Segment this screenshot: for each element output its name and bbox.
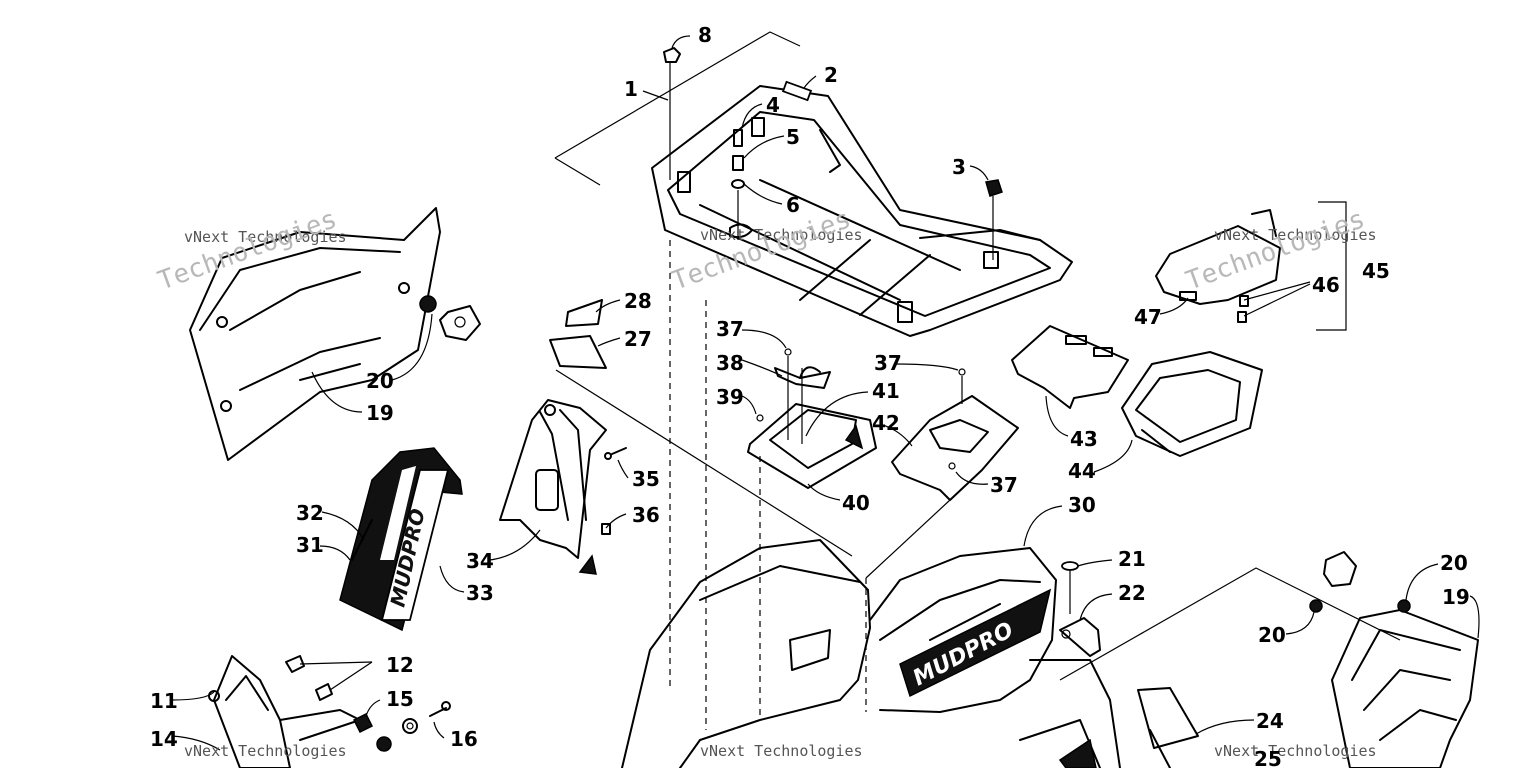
callout-38: 38 <box>716 351 744 375</box>
callout-3: 3 <box>952 155 966 179</box>
callout-46: 46 <box>1312 273 1340 297</box>
callout-31: 31 <box>296 533 324 557</box>
callout-41: 41 <box>872 379 900 403</box>
callout-37-a: 37 <box>716 317 744 341</box>
inner-panel <box>499 399 627 575</box>
callout-43: 43 <box>1070 427 1098 451</box>
callout-11: 11 <box>150 689 178 713</box>
headlight-assembly <box>208 655 451 768</box>
callout-24: 24 <box>1256 709 1284 733</box>
callout-34: 34 <box>466 549 494 573</box>
leader-lines <box>171 35 1480 751</box>
callout-6: 6 <box>786 193 800 217</box>
storage-lid <box>747 348 877 720</box>
rear-rack <box>651 85 1073 337</box>
callout-19-left: 19 <box>366 401 394 425</box>
main-body: MUDPRO <box>621 499 1121 768</box>
front-panel-decal: MUDPRO <box>339 447 463 632</box>
watermark-text: Technologies <box>1182 204 1369 296</box>
callout-25: 25 <box>1254 747 1282 768</box>
callout-28: 28 <box>624 289 652 313</box>
watermark-text: vNext Technologies <box>700 226 863 244</box>
callout-labels: 1 2 3 4 5 6 8 11 12 14 15 16 19 19 20 20… <box>150 23 1470 768</box>
storage-box <box>1011 325 1263 457</box>
tray <box>891 368 1019 501</box>
callout-40: 40 <box>842 491 870 515</box>
callout-5: 5 <box>786 125 800 149</box>
callout-39: 39 <box>716 385 744 409</box>
callout-45: 45 <box>1362 259 1390 283</box>
rack-bracket-lines <box>554 31 801 186</box>
callout-20-left: 20 <box>366 369 394 393</box>
callout-22: 22 <box>1118 581 1146 605</box>
callout-16: 16 <box>450 727 478 751</box>
left-front-fender <box>189 207 481 461</box>
callout-1: 1 <box>624 77 638 101</box>
rear-cover <box>1155 201 1347 331</box>
right-front-fender <box>1059 551 1479 768</box>
watermark-text: vNext Technologies <box>184 228 347 246</box>
callout-15: 15 <box>386 687 414 711</box>
watermark-text: vNext Technologies <box>1214 226 1377 244</box>
callout-36: 36 <box>632 503 660 527</box>
callout-30: 30 <box>1068 493 1096 517</box>
rack-hardware <box>663 47 1003 730</box>
callout-27: 27 <box>624 327 652 351</box>
callout-37-c: 37 <box>990 473 1018 497</box>
watermark-text: vNext Technologies <box>184 742 347 760</box>
callout-12: 12 <box>386 653 414 677</box>
callout-44: 44 <box>1068 459 1096 483</box>
callout-21: 21 <box>1118 547 1146 571</box>
watermark-text: Technologies <box>668 204 855 296</box>
watermark-text: vNext Technologies <box>700 742 863 760</box>
callout-14: 14 <box>150 727 178 751</box>
callout-2: 2 <box>824 63 838 87</box>
callout-33: 33 <box>466 581 494 605</box>
callout-19-right: 19 <box>1442 585 1470 609</box>
callout-42: 42 <box>872 411 900 435</box>
callout-4: 4 <box>766 93 780 117</box>
callout-37-b: 37 <box>874 351 902 375</box>
watermarks: vNext Technologies Technologies vNext Te… <box>154 204 1376 760</box>
decals-27-28 <box>549 299 853 557</box>
callout-8: 8 <box>698 23 712 47</box>
callout-47: 47 <box>1134 305 1162 329</box>
watermark-text: vNext Technologies <box>1214 742 1377 760</box>
callout-20-right-bottom: 20 <box>1258 623 1286 647</box>
callout-32: 32 <box>296 501 324 525</box>
callout-35: 35 <box>632 467 660 491</box>
callout-20-right-top: 20 <box>1440 551 1468 575</box>
